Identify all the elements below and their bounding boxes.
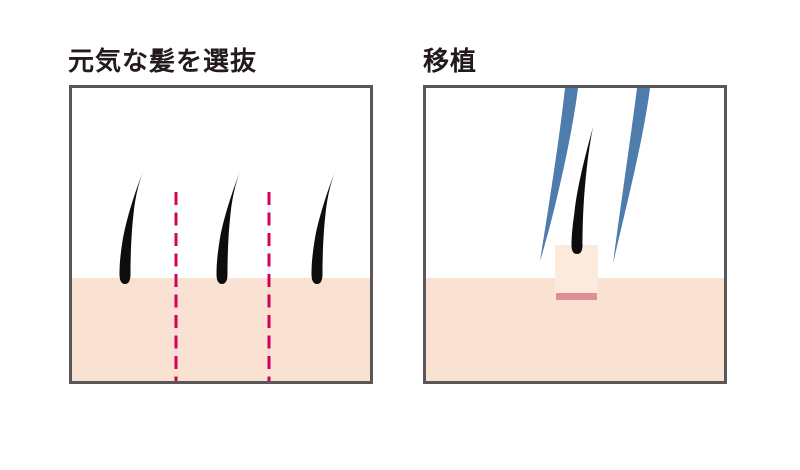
graft-base-strip xyxy=(556,293,597,300)
hair-graft-block xyxy=(555,245,598,300)
tweezers-right-prong-icon xyxy=(613,88,650,264)
selection-panel xyxy=(69,85,373,384)
tweezers-left-prong-icon xyxy=(540,88,578,261)
skin-surface xyxy=(72,278,370,381)
hair-strand-3 xyxy=(311,164,338,284)
hair-strand-2 xyxy=(216,164,243,284)
transplant-diagram xyxy=(426,88,724,381)
hair-strand-1 xyxy=(119,164,146,284)
transplanted-hair-strand xyxy=(571,127,593,254)
selection-diagram xyxy=(72,164,370,381)
panel-title-transplant: 移植 xyxy=(423,46,478,76)
panel-title-selection: 元気な髪を選抜 xyxy=(68,46,258,76)
transplant-panel xyxy=(423,85,727,384)
